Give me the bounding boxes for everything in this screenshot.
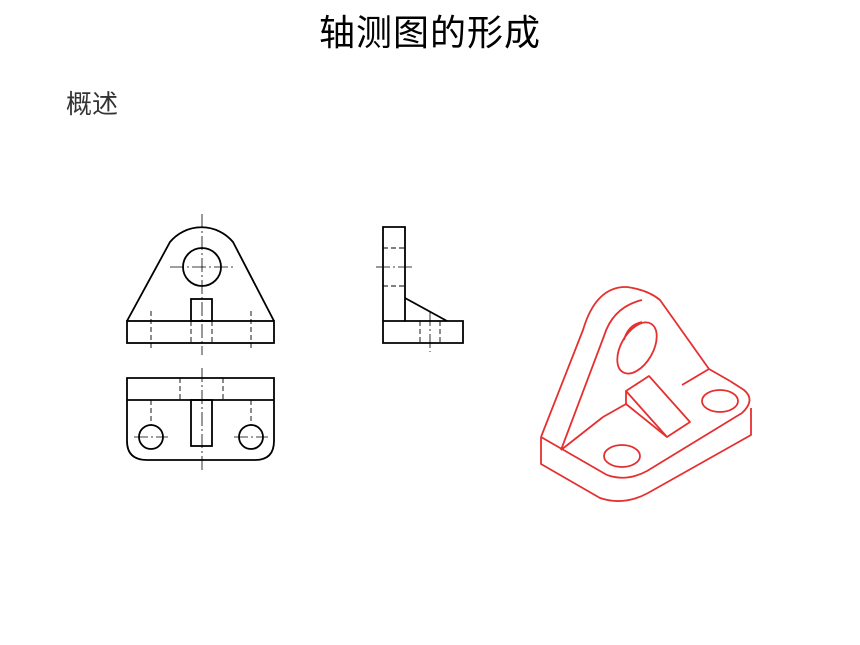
- slide-title: 轴测图的形成: [318, 13, 541, 54]
- side-view: [376, 226, 464, 352]
- isometric-view: [540, 286, 752, 502]
- top-view: [126, 368, 275, 470]
- front-view: [126, 214, 275, 355]
- section-subtitle: 概述: [66, 90, 119, 120]
